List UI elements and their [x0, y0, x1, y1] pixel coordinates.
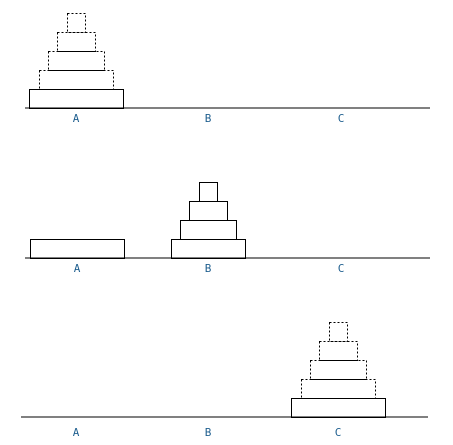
- peg-label-b: B: [205, 426, 212, 439]
- disk-2-dotted: [319, 341, 358, 361]
- disk-5-solid: [30, 239, 125, 259]
- disk-3-dotted: [310, 360, 367, 380]
- peg-label-a: A: [73, 426, 80, 439]
- disk-4-dotted: [301, 379, 376, 399]
- peg-label-a: A: [73, 112, 80, 125]
- disk-5-solid: [291, 398, 386, 418]
- disk-1-solid: [199, 182, 218, 202]
- stage-3: A B C: [21, 322, 428, 439]
- disk-3-dotted: [48, 51, 105, 71]
- peg-label-b: B: [205, 112, 212, 125]
- disk-3-solid: [180, 220, 237, 240]
- disk-5-solid: [29, 89, 124, 109]
- disk-2-dotted: [57, 32, 96, 52]
- stage-1: A B C: [25, 13, 430, 125]
- disk-4-dotted: [39, 70, 114, 90]
- disk-1-dotted: [329, 322, 348, 342]
- disk-1-dotted: [67, 13, 86, 33]
- peg-label-c: C: [338, 112, 345, 125]
- peg-label-c: C: [338, 262, 345, 275]
- peg-label-b: B: [205, 262, 212, 275]
- peg-label-a: A: [74, 262, 81, 275]
- peg-label-c: C: [335, 426, 342, 439]
- stage-2: A B C: [25, 182, 430, 275]
- disk-4-solid: [171, 239, 246, 259]
- disk-2-solid: [189, 201, 228, 221]
